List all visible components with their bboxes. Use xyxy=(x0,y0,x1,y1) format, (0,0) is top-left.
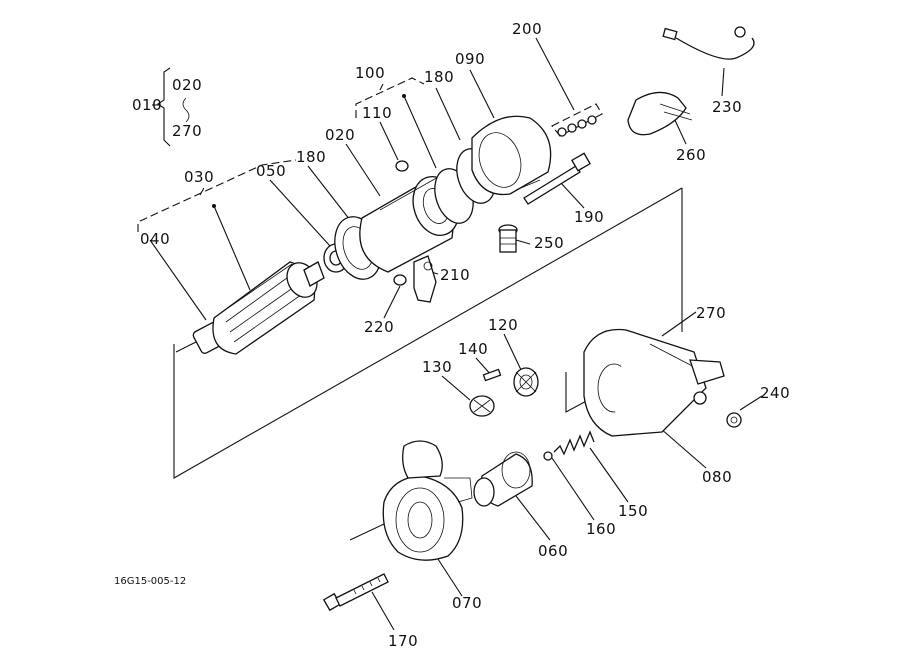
terminal-210 xyxy=(413,255,437,303)
label-140: 140 xyxy=(458,340,488,358)
label-150: 150 xyxy=(618,502,648,520)
label-240: 240 xyxy=(760,384,790,402)
label-260: 260 xyxy=(676,146,706,164)
group-brackets xyxy=(137,67,603,232)
label-190: 190 xyxy=(574,208,604,226)
label-270-range-end: 270 xyxy=(172,122,202,140)
label-080: 080 xyxy=(702,468,732,486)
label-160: 160 xyxy=(586,520,616,538)
housing-080-switch-270 xyxy=(583,328,725,437)
label-170: 170 xyxy=(388,632,418,650)
ball-160 xyxy=(543,451,553,461)
nut-110 xyxy=(395,160,409,172)
spring-150 xyxy=(553,430,595,456)
label-030: 030 xyxy=(184,168,214,186)
front-bracket-070 xyxy=(382,440,473,561)
end-cover-090 xyxy=(471,115,552,196)
lead-wire-230 xyxy=(662,26,755,60)
pin-140 xyxy=(482,368,502,382)
screw-250 xyxy=(498,224,518,253)
label-230: 230 xyxy=(712,98,742,116)
label-020-range-start: 020 xyxy=(172,76,202,94)
gear-130 xyxy=(469,395,495,417)
label-220: 220 xyxy=(364,318,394,336)
bolt-170 xyxy=(322,573,389,612)
label-180-left: 180 xyxy=(296,148,326,166)
label-010: 010 xyxy=(132,96,162,114)
label-250: 250 xyxy=(534,234,564,252)
gear-120 xyxy=(513,367,539,397)
leader-lines xyxy=(149,37,763,631)
label-120: 120 xyxy=(488,316,518,334)
through-bolt-190 xyxy=(523,152,591,205)
label-100: 100 xyxy=(355,64,385,82)
label-210: 210 xyxy=(440,266,470,284)
label-070: 070 xyxy=(452,594,482,612)
label-200: 200 xyxy=(512,20,542,38)
label-050: 050 xyxy=(256,162,286,180)
label-040: 040 xyxy=(140,230,170,248)
label-020: 020 xyxy=(325,126,355,144)
label-130: 130 xyxy=(422,358,452,376)
armature-040 xyxy=(175,261,325,355)
drawing-code: 16G15-005-12 xyxy=(114,576,186,587)
pinion-drive-060 xyxy=(473,451,533,507)
nut-240 xyxy=(726,412,742,428)
nut-220 xyxy=(393,274,407,286)
label-180-right: 180 xyxy=(424,68,454,86)
fasteners-200 xyxy=(557,115,597,137)
label-270: 270 xyxy=(696,304,726,322)
band-260 xyxy=(627,91,693,136)
label-110: 110 xyxy=(362,104,392,122)
part-labels: 010 020 270 030 040 050 180 020 100 110 … xyxy=(114,20,790,650)
label-090: 090 xyxy=(455,50,485,68)
label-060: 060 xyxy=(538,542,568,560)
